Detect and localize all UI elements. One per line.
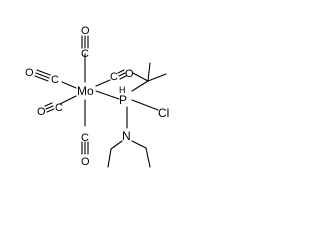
- bond-n-ethyl-left-ch2: [110, 140, 123, 150]
- bond-co-lower-left-1: [44, 102, 53, 107]
- atom-o-upper-left-label: O: [25, 67, 34, 79]
- bond-p-cl: [131, 99, 159, 111]
- bond-co-lower-left-2: [45, 105, 54, 110]
- bond-co-upper-left-3: [34, 75, 49, 82]
- atom-c-upper-right-label: C: [110, 71, 118, 83]
- bond-co-upper-right-2: [118, 72, 126, 77]
- atom-cl-label: Cl: [158, 106, 169, 120]
- bond-ethyl-left-ch3: [107, 148, 112, 168]
- bond-cq-me-left: [132, 72, 149, 82]
- bond-co-lower-left-3: [46, 108, 55, 113]
- bond-p-cq: [131, 80, 149, 92]
- atom-p-label: P: [119, 93, 127, 107]
- atom-o-bottom-label: O: [81, 156, 90, 168]
- bond-n-ethyl-right-ch2: [131, 140, 147, 149]
- bond-co-upper-left-1: [36, 69, 51, 76]
- atom-c-top-label: C: [81, 48, 89, 60]
- bond-mo-c-upper-right: [95, 79, 111, 87]
- atom-o-top-label: O: [81, 25, 90, 37]
- bond-co-upper-left-2: [35, 72, 50, 79]
- bond-co-upper-right-3: [119, 75, 127, 80]
- bond-mo-c-lower-left: [59, 95, 77, 105]
- bond-mo-p: [95, 90, 120, 100]
- molecule-svg: Mo P H Cl N C C C C C O O O O O: [25, 25, 169, 168]
- atom-c-bottom-label: C: [81, 132, 89, 144]
- bond-co-upper-right-1: [117, 69, 125, 74]
- atom-c-upper-left-label: C: [51, 74, 59, 86]
- structure-diagram: Mo P H Cl N C C C C C O O O O O: [0, 0, 200, 188]
- bond-cq-me-top: [147, 62, 151, 82]
- atom-mo-label: Mo: [77, 84, 94, 98]
- atom-n-label: N: [122, 129, 131, 143]
- atom-h-label: H: [119, 85, 126, 95]
- bond-mo-c-upper-left: [61, 81, 77, 89]
- atom-o-lower-left-label: O: [37, 106, 46, 118]
- bond-ethyl-right-ch3: [145, 147, 151, 168]
- bond-cq-me-right: [147, 73, 167, 82]
- atom-o-upper-right-label: O: [125, 68, 134, 80]
- atom-c-lower-left-label: C: [55, 102, 63, 114]
